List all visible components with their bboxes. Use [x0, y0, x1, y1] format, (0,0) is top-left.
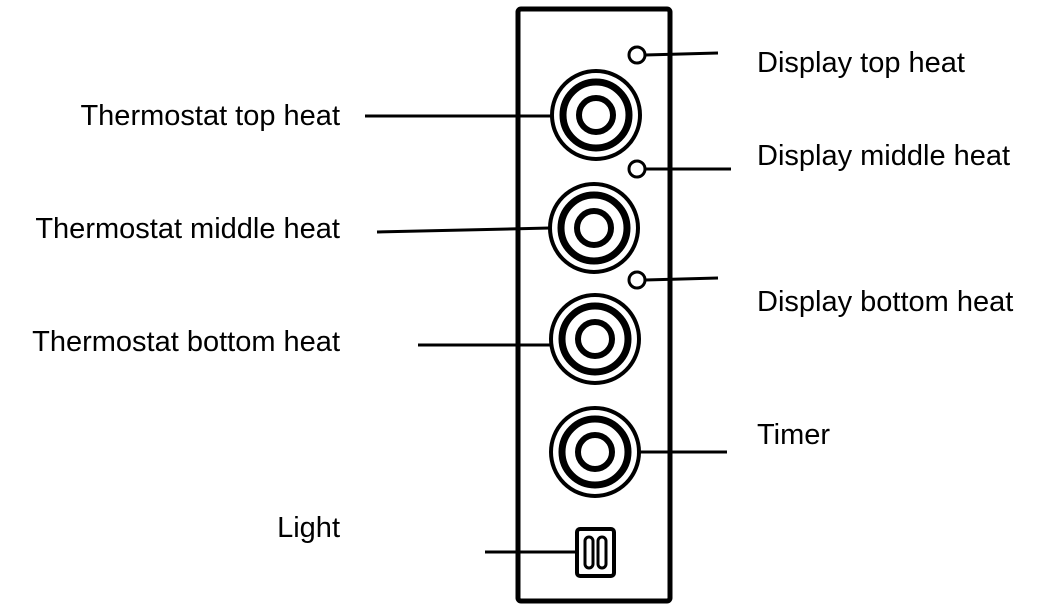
label-timer: Timer — [757, 419, 831, 451]
display-bottom-indicator — [627, 270, 647, 290]
label-display-bottom-heat: Display bottom heat — [757, 286, 1014, 318]
label-light: Light — [277, 512, 340, 544]
leader-display-bottom — [644, 276, 719, 282]
thermostat-middle-knob — [548, 182, 640, 274]
label-thermostat-middle-heat: Thermostat middle heat — [35, 213, 340, 245]
thermostat-top-knob — [550, 69, 642, 161]
control-panel — [515, 6, 673, 604]
leader-thermostat-middle — [376, 226, 551, 234]
display-middle-indicator — [627, 159, 647, 179]
leader-display-top — [644, 51, 719, 57]
light-switch — [575, 527, 616, 578]
label-thermostat-bottom-heat: Thermostat bottom heat — [32, 326, 340, 358]
thermostat-bottom-knob — [549, 293, 641, 385]
label-thermostat-top-heat: Thermostat top heat — [80, 100, 340, 132]
timer-knob — [549, 406, 641, 498]
label-display-middle-heat: Display middle heat — [757, 140, 1011, 172]
display-top-indicator — [627, 45, 647, 65]
label-display-top-heat: Display top heat — [757, 47, 965, 79]
